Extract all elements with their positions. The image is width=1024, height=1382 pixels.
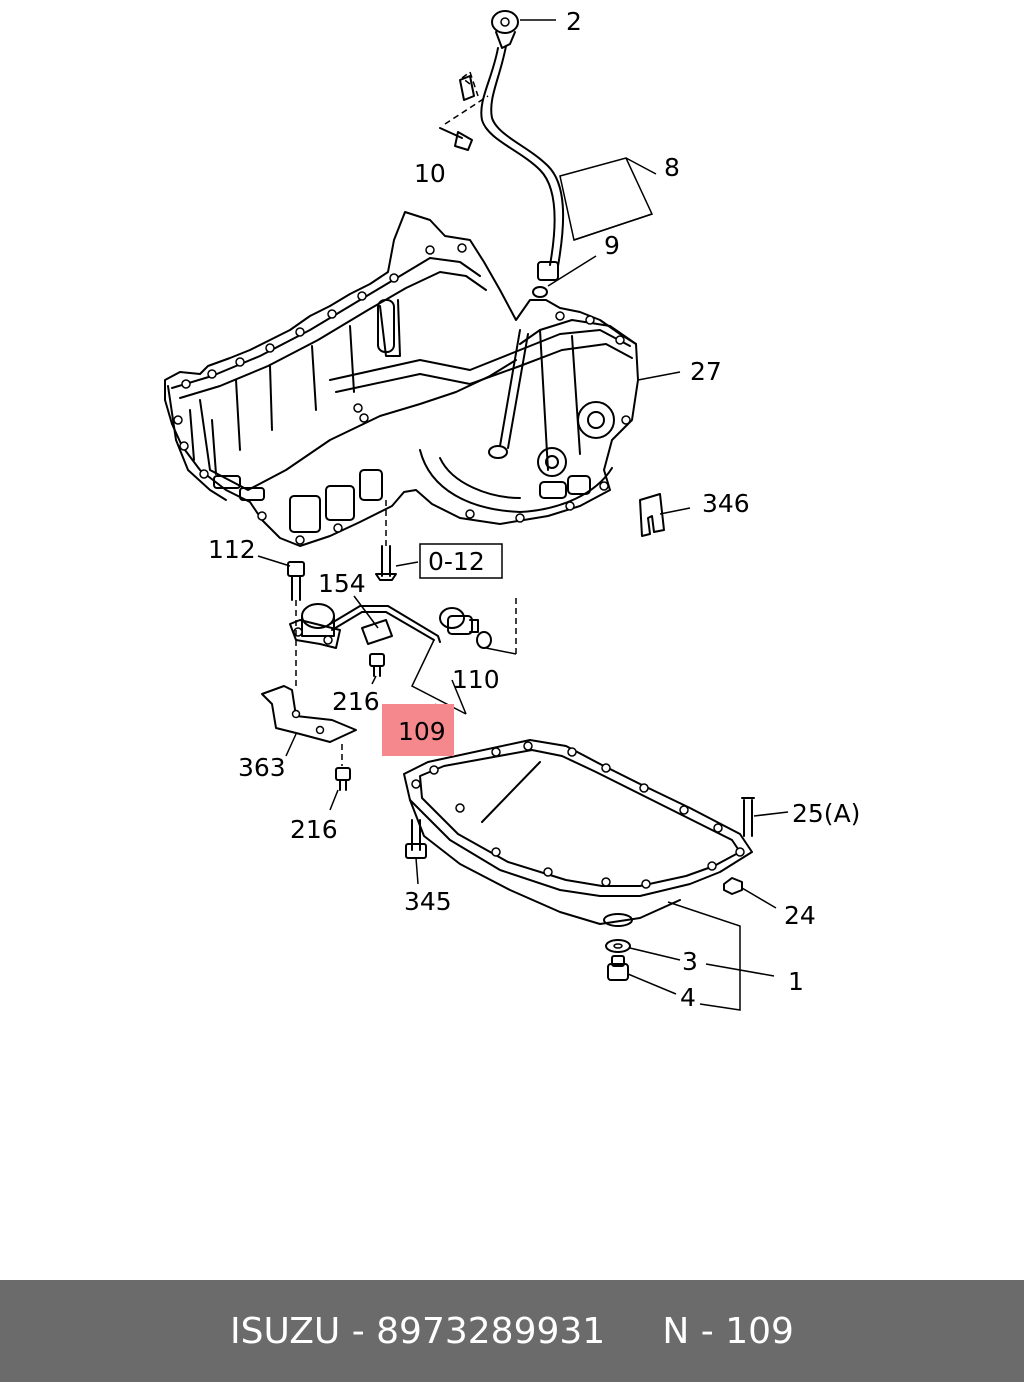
lower-oil-pan [403,739,755,981]
ref-box-0-12 [419,543,503,579]
callout-154: 154 [318,569,366,598]
callout-363: 363 [238,753,286,782]
exploded-parts-diagram: 2 8 9 10 27 346 112 154 0-12 110 216 109… [164,7,860,1012]
callout-9: 9 [604,231,620,260]
separator: - [340,1310,377,1352]
callout-216-lower: 216 [290,815,338,844]
callout-0-12: 0-12 [428,547,485,576]
callout-112: 112 [208,535,256,564]
callout-24: 24 [784,901,816,930]
callout-27: 27 [690,357,722,386]
callout-345: 345 [404,887,452,916]
callout-346: 346 [702,489,750,518]
callout-2: 2 [566,7,582,36]
engine-block-upper-pan [164,211,639,547]
callout-10: 10 [414,159,446,188]
spacer [605,1311,662,1352]
callout-3: 3 [682,947,698,976]
reference-prefix: N [662,1310,690,1352]
brand-name: ISUZU [230,1310,341,1352]
flange-bolt-holes [173,243,631,545]
callout-109: 109 [398,717,446,746]
callout-216-upper: 216 [332,687,380,716]
leader-lines [257,19,789,1011]
callout-110: 110 [452,665,500,694]
callout-labels: 2 8 9 10 27 346 112 154 0-12 110 216 109… [208,7,860,1012]
highlight-box-109 [382,704,454,756]
oil-level-sensor-assembly [261,500,517,791]
part-info-bar: ISUZU - 8973289931 N - 109 [0,1280,1024,1382]
callout-1: 1 [788,967,804,996]
clip-346 [639,493,665,537]
dipstick-assembly [439,10,565,298]
separator: - [689,1310,726,1352]
reference-number: 109 [725,1310,794,1352]
part-number: 8973289931 [376,1310,606,1352]
callout-4: 4 [680,983,696,1012]
callout-8: 8 [664,153,680,182]
callout-25a: 25(A) [792,799,860,828]
